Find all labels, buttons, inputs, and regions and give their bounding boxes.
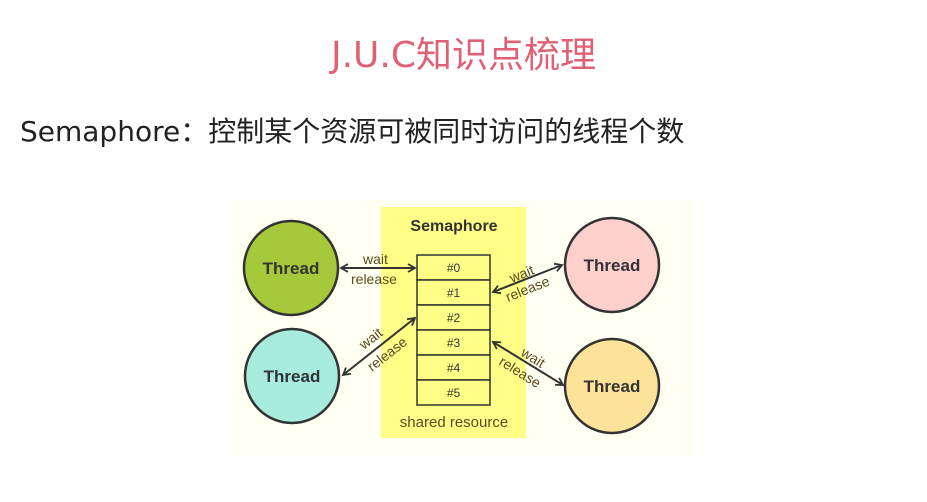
slot-cell: [416, 254, 491, 281]
thread-label: Thread: [584, 377, 641, 396]
thread-circle: [563, 337, 661, 435]
slide-subtitle: Semaphore：控制某个资源可被同时访问的线程个数: [20, 115, 685, 148]
semaphore-label: Semaphore: [410, 218, 497, 235]
thread-label: Thread: [263, 259, 320, 278]
slot-cell: [416, 329, 491, 356]
thread-label: Thread: [584, 256, 641, 275]
arrow-thread4: [491, 341, 565, 386]
slot-label: #2: [447, 311, 461, 325]
thread-circle: [243, 327, 341, 425]
shared-resource-label: shared resource: [400, 414, 508, 431]
slide-title: J.U.C知识点梳理: [331, 35, 596, 76]
thread-circle: [242, 219, 340, 317]
arrow-thread2: [341, 316, 417, 377]
slot-cell: [416, 379, 491, 406]
thread-circle: [563, 216, 661, 314]
wait-label-1: wait: [362, 251, 388, 267]
slot-label: #4: [447, 361, 461, 375]
release-label-1: release: [351, 271, 397, 287]
thread-label: Thread: [264, 367, 321, 386]
arrow-thread3: [491, 262, 564, 295]
slot-label: #0: [447, 261, 461, 275]
slot-label: #5: [447, 386, 461, 400]
slot-label: #1: [447, 286, 461, 300]
slot-label: #3: [447, 336, 461, 350]
slot-cell: [416, 279, 491, 306]
